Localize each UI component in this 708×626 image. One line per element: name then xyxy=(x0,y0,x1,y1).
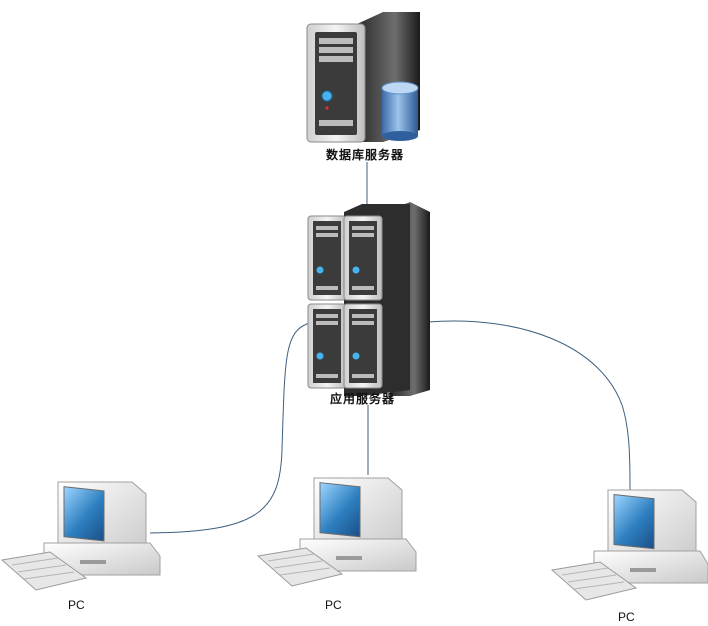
database-server-icon xyxy=(306,12,420,143)
connectors xyxy=(149,162,631,534)
pc-middle-icon xyxy=(256,477,417,587)
pc-left-icon xyxy=(0,481,161,591)
application-server-label: 应用服务器 xyxy=(330,392,396,406)
pc-right-label: PC xyxy=(618,610,635,624)
application-server-icon xyxy=(307,202,430,396)
pc-left-label: PC xyxy=(68,598,85,612)
pc-right-icon xyxy=(550,489,708,601)
database-server-label: 数据库服务器 xyxy=(326,148,405,162)
pc-middle-label: PC xyxy=(325,598,342,612)
edge-app-to-pc-right xyxy=(427,320,631,491)
edge-app-to-pc-left xyxy=(149,321,313,534)
